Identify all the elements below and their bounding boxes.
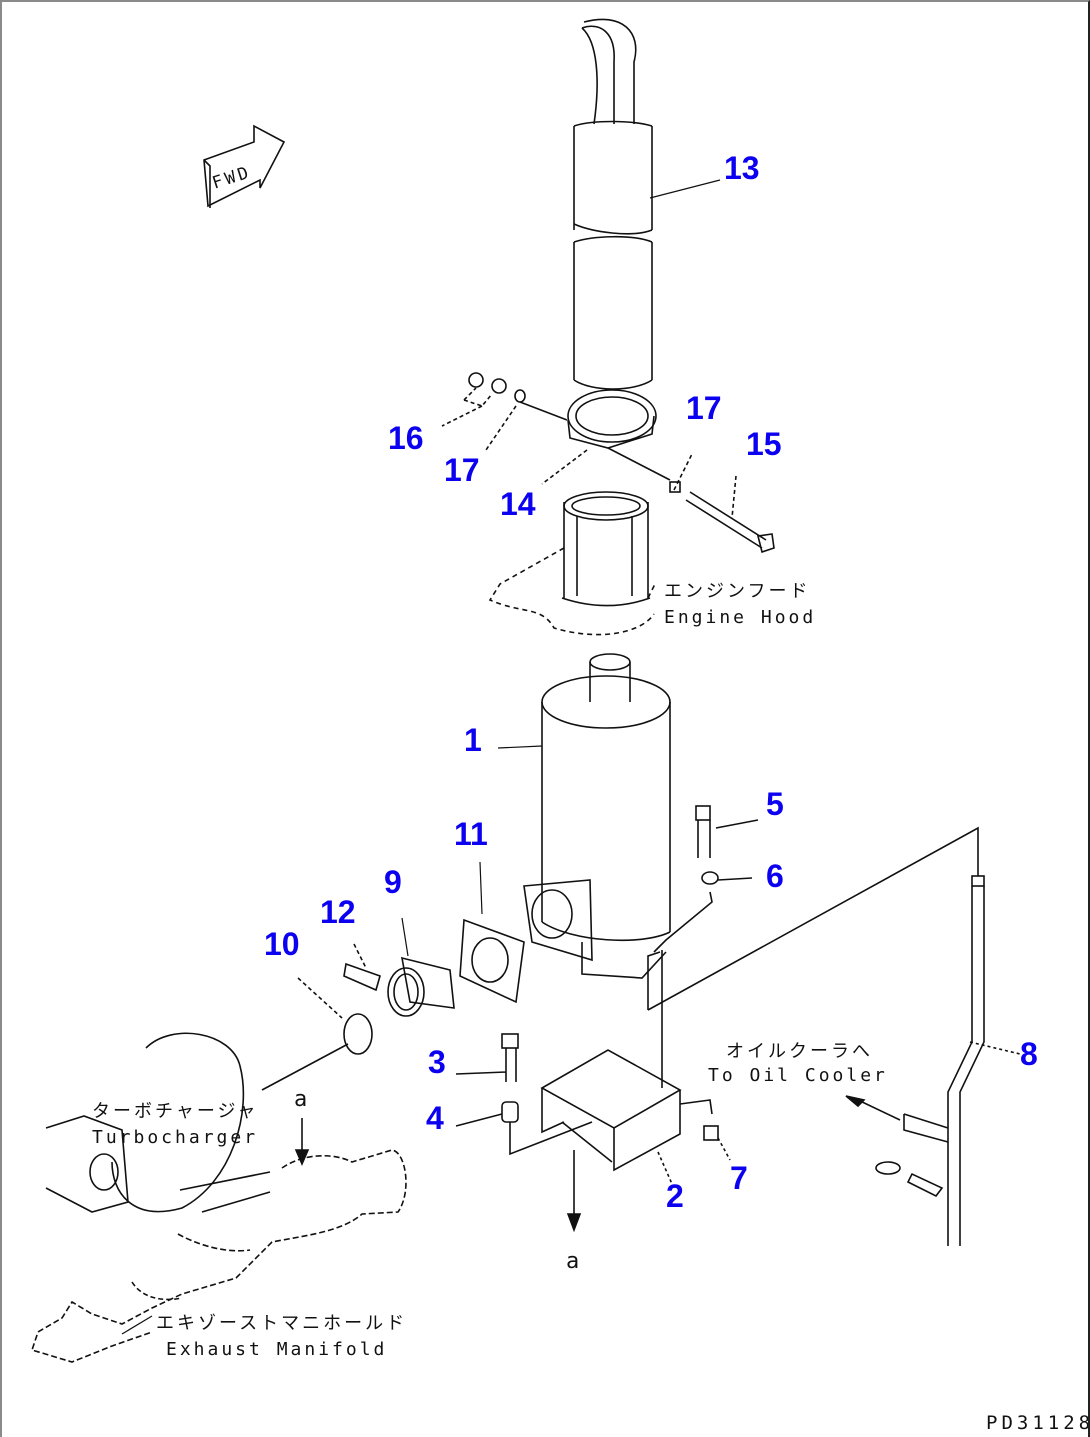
callout-12: 12 (320, 894, 356, 930)
ref-arrows (294, 1118, 582, 1233)
bolt-12 (343, 943, 381, 992)
fwd-arrow-icon (203, 124, 286, 208)
bolt-5-washer-6 (653, 805, 759, 953)
bolt-15 (685, 475, 775, 554)
callout-11: 11 (454, 816, 488, 852)
exhaust-manifold-label-en: Exhaust Manifold (166, 1339, 388, 1360)
ref-mark-bottom: a (566, 1249, 583, 1274)
oil-cooler-label-jp: オイルクーラへ (726, 1041, 873, 1062)
callout-3: 3 (428, 1044, 446, 1080)
turbocharger-label-jp: ターボチャージャ (92, 1101, 259, 1122)
callout-9: 9 (384, 864, 402, 900)
nut-7 (679, 1099, 731, 1161)
callout-8: 8 (1020, 1036, 1038, 1072)
drawing-code: PD31128 (986, 1412, 1090, 1434)
engine-hood (488, 491, 657, 636)
callout-10: 10 (264, 926, 300, 962)
drain-tube (647, 826, 1021, 1246)
callout-5: 5 (766, 786, 784, 822)
callout-15: 15 (746, 426, 782, 462)
nut-washer-group (441, 372, 693, 493)
callout-16: 16 (388, 420, 424, 456)
engine-hood-label-en: Engine Hood (664, 607, 817, 628)
flange (387, 917, 455, 1017)
turbocharger (45, 1032, 271, 1213)
ref-mark-top: a (294, 1087, 311, 1112)
clamp (519, 389, 671, 485)
exhaust-manifold (30, 1149, 407, 1363)
engine-hood-label-jp: エンジンフード (664, 581, 811, 602)
turbocharger-label-en: Turbocharger (92, 1127, 259, 1148)
callout-1: 1 (464, 722, 482, 758)
callout-2: 2 (666, 1178, 684, 1214)
callout-4: 4 (426, 1100, 444, 1136)
muffler (497, 653, 671, 979)
exhaust-pipe (573, 18, 721, 390)
bracket (540, 950, 682, 1185)
seal-ring (261, 977, 373, 1091)
callout-7: 7 (730, 1160, 748, 1196)
callout-13: 13 (724, 150, 760, 186)
bolt-3-spacer-4 (455, 1033, 593, 1156)
exhaust-manifold-label-jp: エキゾーストマニホールド (156, 1313, 408, 1334)
callout-17b: 17 (686, 390, 722, 426)
callout-17a: 17 (444, 452, 480, 488)
gasket (459, 861, 525, 1004)
oil-cooler-label-en: To Oil Cooler (708, 1065, 888, 1086)
callout-14: 14 (500, 486, 536, 522)
callout-6: 6 (766, 858, 784, 894)
